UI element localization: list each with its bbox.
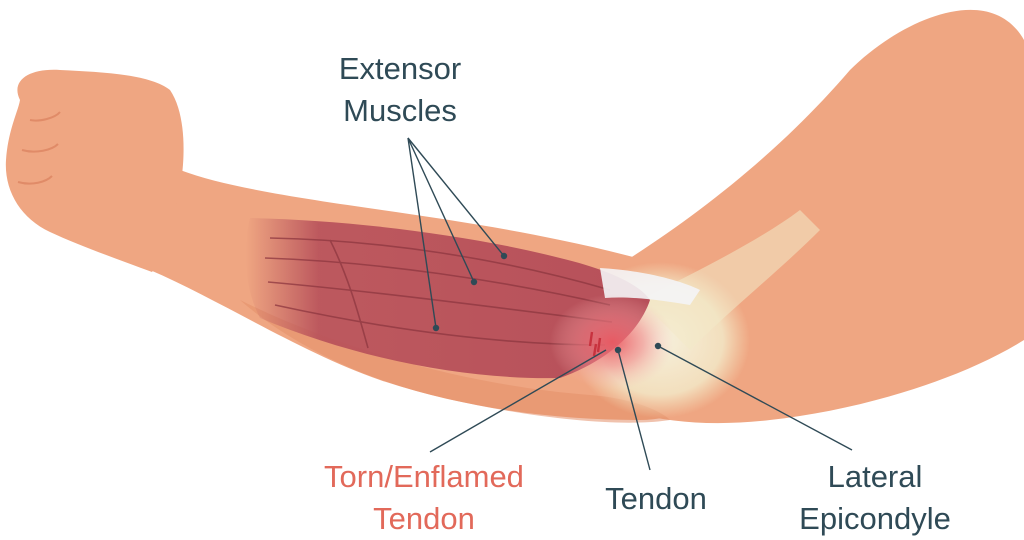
torn-label-line-1: Torn/Enflamed [324, 459, 524, 494]
extensor-label-line-2: Muscles [343, 93, 457, 128]
leader-dots [432, 252, 662, 354]
humerus-glow [640, 210, 820, 350]
inflamed-area [550, 294, 674, 390]
extensor-muscle-body [245, 218, 650, 379]
tendon-label: Tendon [605, 481, 707, 516]
lateral-label-line-1: Lateral [827, 459, 923, 494]
extensor-muscles-label: Extensor Muscles [300, 48, 500, 132]
lateral-label-line-2: Epicondyle [799, 501, 951, 536]
knuckle-lines [17, 111, 61, 185]
leader-lines [407, 137, 853, 471]
tear-marks [588, 331, 602, 357]
extensor-label-line-1: Extensor [338, 51, 462, 86]
lateral-epicondyle-label: Lateral Epicondyle [770, 456, 980, 540]
torn-label-line-2: Tendon [373, 501, 475, 536]
fist [5, 69, 184, 272]
torn-tendon-label: Torn/Enflamed Tendon [288, 456, 560, 540]
